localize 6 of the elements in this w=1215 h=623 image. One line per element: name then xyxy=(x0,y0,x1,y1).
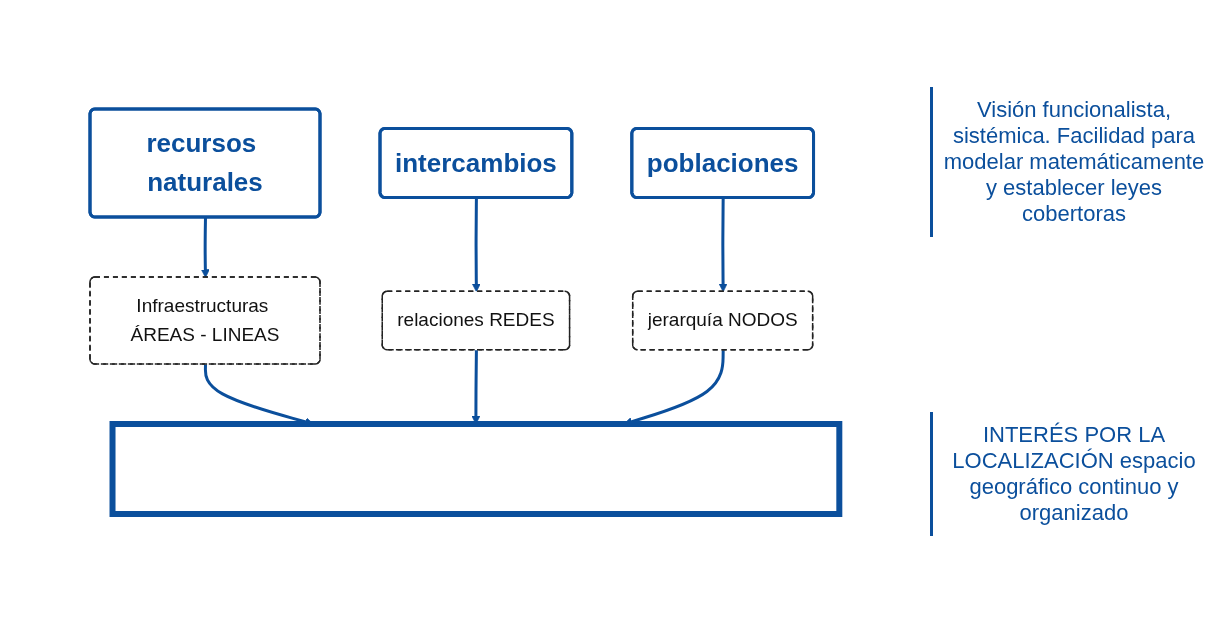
note-text: INTERÉS POR LA LOCALIZACIÓN espacio geográfico continuo y organizado xyxy=(930,411,1215,536)
arrow xyxy=(472,198,482,293)
node-box xyxy=(109,421,843,517)
arrow xyxy=(719,198,728,293)
note-text: Visión funcionalista, sistémica. Facilidad para modelar matemáticamente y establecer leyes cobertoras xyxy=(930,87,1215,238)
arrow xyxy=(201,217,211,278)
